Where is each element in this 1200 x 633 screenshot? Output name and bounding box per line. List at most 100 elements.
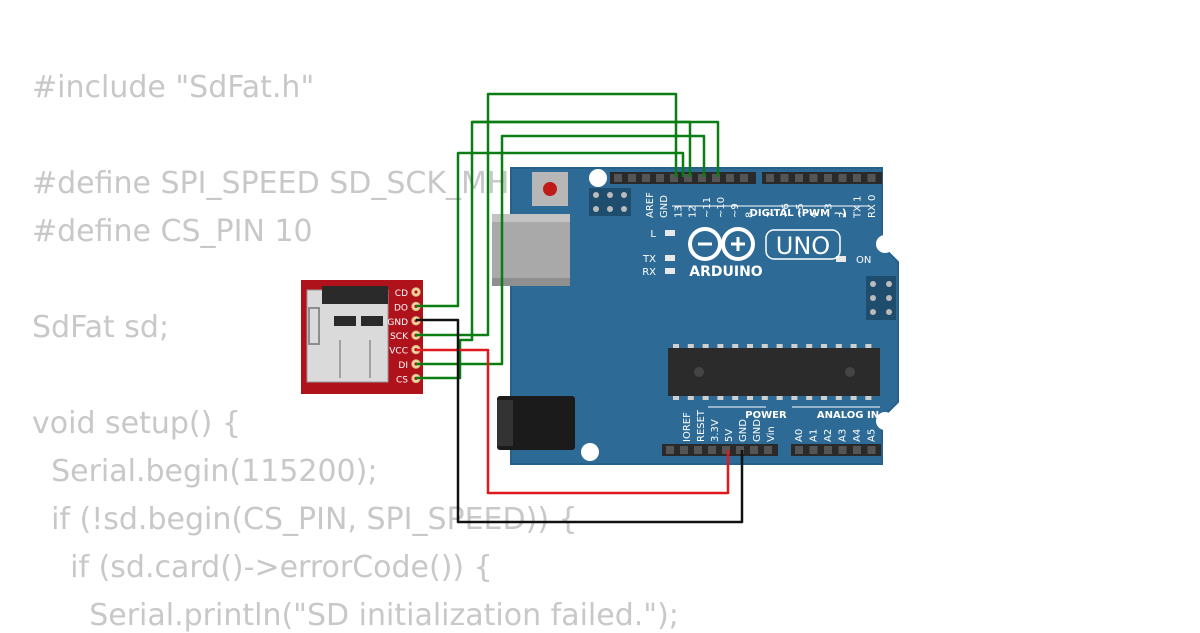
digital-pwm-label: DIGITAL (PWM ~) [750,208,847,219]
led-tx-label: TX [642,254,656,265]
header-pin[interactable] [694,446,702,454]
chip-pin [791,344,798,348]
usb-connector [492,214,570,286]
chip-pin [806,344,813,348]
wire-di-to-pin11 [416,134,706,366]
led-rx: RX [642,267,675,278]
header-pin[interactable] [867,446,876,454]
pin-label: TX 1 [852,196,863,220]
pin-label: 13 [673,205,684,218]
header-pin[interactable] [666,446,674,454]
chip-pin [821,344,827,348]
header-pin[interactable] [838,446,847,454]
code-line-define-cs-pin: #define CS_PIN 10 [32,214,313,249]
chip-pin [717,344,724,348]
header-pin[interactable] [698,174,706,182]
header-pin[interactable] [670,174,678,182]
pin-label: 7 [766,212,777,218]
dc-power-jack [497,396,575,450]
digital-header-left [610,172,756,184]
header-pin[interactable] [722,446,730,454]
pin-label: RX 0 [867,195,878,218]
led-on-label: ON [856,255,871,266]
chip-pin [687,344,694,348]
header-pin[interactable] [684,174,692,182]
header-pin[interactable] [628,174,636,182]
sd-pin-label: DI [398,361,408,371]
header-pin[interactable] [736,446,744,454]
sd-pin-label: GND [387,318,408,328]
code-line-error-code: if (sd.card()->errorCode()) { [32,550,493,585]
sd-pin-hole [414,290,418,294]
header-pin[interactable] [867,174,876,182]
analog-header [791,444,881,456]
chip-pin [761,344,768,348]
uno-model-text: UNO [776,232,830,260]
code-line-sdfat: SdFat sd; [32,310,170,345]
header-pin[interactable] [853,174,861,182]
reset-button[interactable] [532,172,568,206]
header-pin[interactable] [726,174,734,182]
chip-pin [835,344,842,348]
chip-pin [747,396,753,400]
mounting-hole [581,443,599,461]
header-pin[interactable] [795,174,803,182]
header-pin[interactable] [766,174,774,182]
pin-label: 5V [724,429,735,442]
pin-label: 3.3V [710,419,721,442]
chip-pin [806,396,813,400]
header-pin[interactable] [809,446,818,454]
header-pin[interactable] [680,446,688,454]
header-pin[interactable] [740,174,748,182]
header-pin[interactable] [614,174,622,182]
pin-label: ~11 [702,197,713,218]
header-pin[interactable] [780,174,789,182]
pin-label: A2 [823,429,834,442]
pin-label: GND [752,419,763,442]
wire-gnd-to-gnd [416,318,744,524]
chip-pin [850,396,857,400]
header-pin[interactable] [642,174,650,182]
header-pin[interactable] [809,174,818,182]
pin-label: 8 [744,212,755,218]
analog-in-label: ANALOG IN [817,410,879,421]
header-pin[interactable] [795,446,803,454]
header-pin[interactable] [824,174,832,182]
chip-pin [747,344,753,348]
sd-pin-label: SCK [390,332,409,342]
pin-label: AREF [645,192,656,218]
header-pin[interactable] [708,446,716,454]
header-pin[interactable] [712,174,720,182]
header-pin[interactable] [656,174,664,182]
digital-header-right [762,172,882,184]
chip-pin [761,396,768,400]
power-label: POWER [745,410,787,421]
mounting-hole [589,169,607,187]
sd-card-slot [306,286,389,383]
header-pin[interactable] [838,174,847,182]
code-line-println: Serial.println("SD initialization failed… [32,598,679,633]
header-pin[interactable] [824,446,832,454]
chip-pin [673,396,679,400]
pin-label: ~9 [730,203,741,218]
pin-label: Vin [766,426,777,442]
header-pin[interactable] [764,446,772,454]
header-pin[interactable] [750,446,758,454]
chip-pin [835,396,842,400]
pin-label: A4 [852,429,863,442]
chip-pin [687,396,694,400]
led-l-label: L [650,229,656,240]
chip-pin [732,396,739,400]
header-pin[interactable] [853,446,861,454]
pin-label: GND [738,419,749,442]
chip-pin [865,396,872,400]
pin-label: A3 [838,429,849,442]
pin-label: 2 [838,212,849,218]
chip-pin [821,396,827,400]
sd-pin-label: CD [395,289,408,299]
